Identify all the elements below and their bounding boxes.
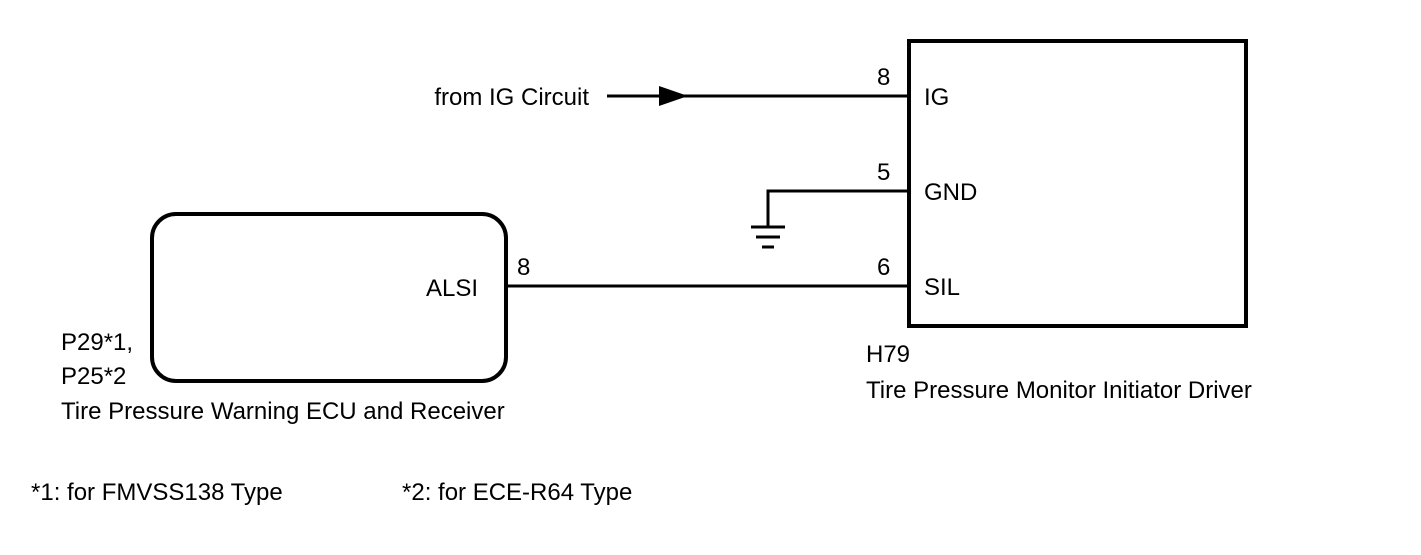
ecu-pin-label: ALSI: [426, 275, 478, 302]
driver-pin-label-sil: SIL: [924, 274, 960, 301]
footnote-2: *2: for ECE-R64 Type: [402, 479, 632, 506]
gnd-wire: [766, 189, 909, 226]
driver-pin-number-ig: 8: [877, 64, 890, 91]
driver-name: Tire Pressure Monitor Initiator Driver: [866, 377, 1252, 404]
initiator-driver-box: [907, 39, 1248, 328]
driver-pin-number-gnd: 5: [877, 159, 890, 186]
footnote-1: *1: for FMVSS138 Type: [31, 479, 283, 506]
warning-ecu-box: [150, 212, 508, 383]
ig-source-label: from IG Circuit: [434, 84, 589, 111]
driver-pin-number-sil: 6: [877, 254, 890, 281]
ecu-name: Tire Pressure Warning ECU and Receiver: [61, 398, 505, 425]
driver-pin-label-gnd: GND: [924, 179, 977, 206]
ig-arrow-icon: [659, 86, 688, 106]
ecu-pin-number: 8: [517, 254, 530, 281]
driver-pin-label-ig: IG: [924, 84, 949, 111]
ecu-code-line2: P25*2: [61, 363, 126, 390]
driver-code: H79: [866, 341, 910, 368]
ground-symbol-icon: [751, 225, 785, 249]
ecu-code-line1: P29*1,: [61, 329, 133, 356]
